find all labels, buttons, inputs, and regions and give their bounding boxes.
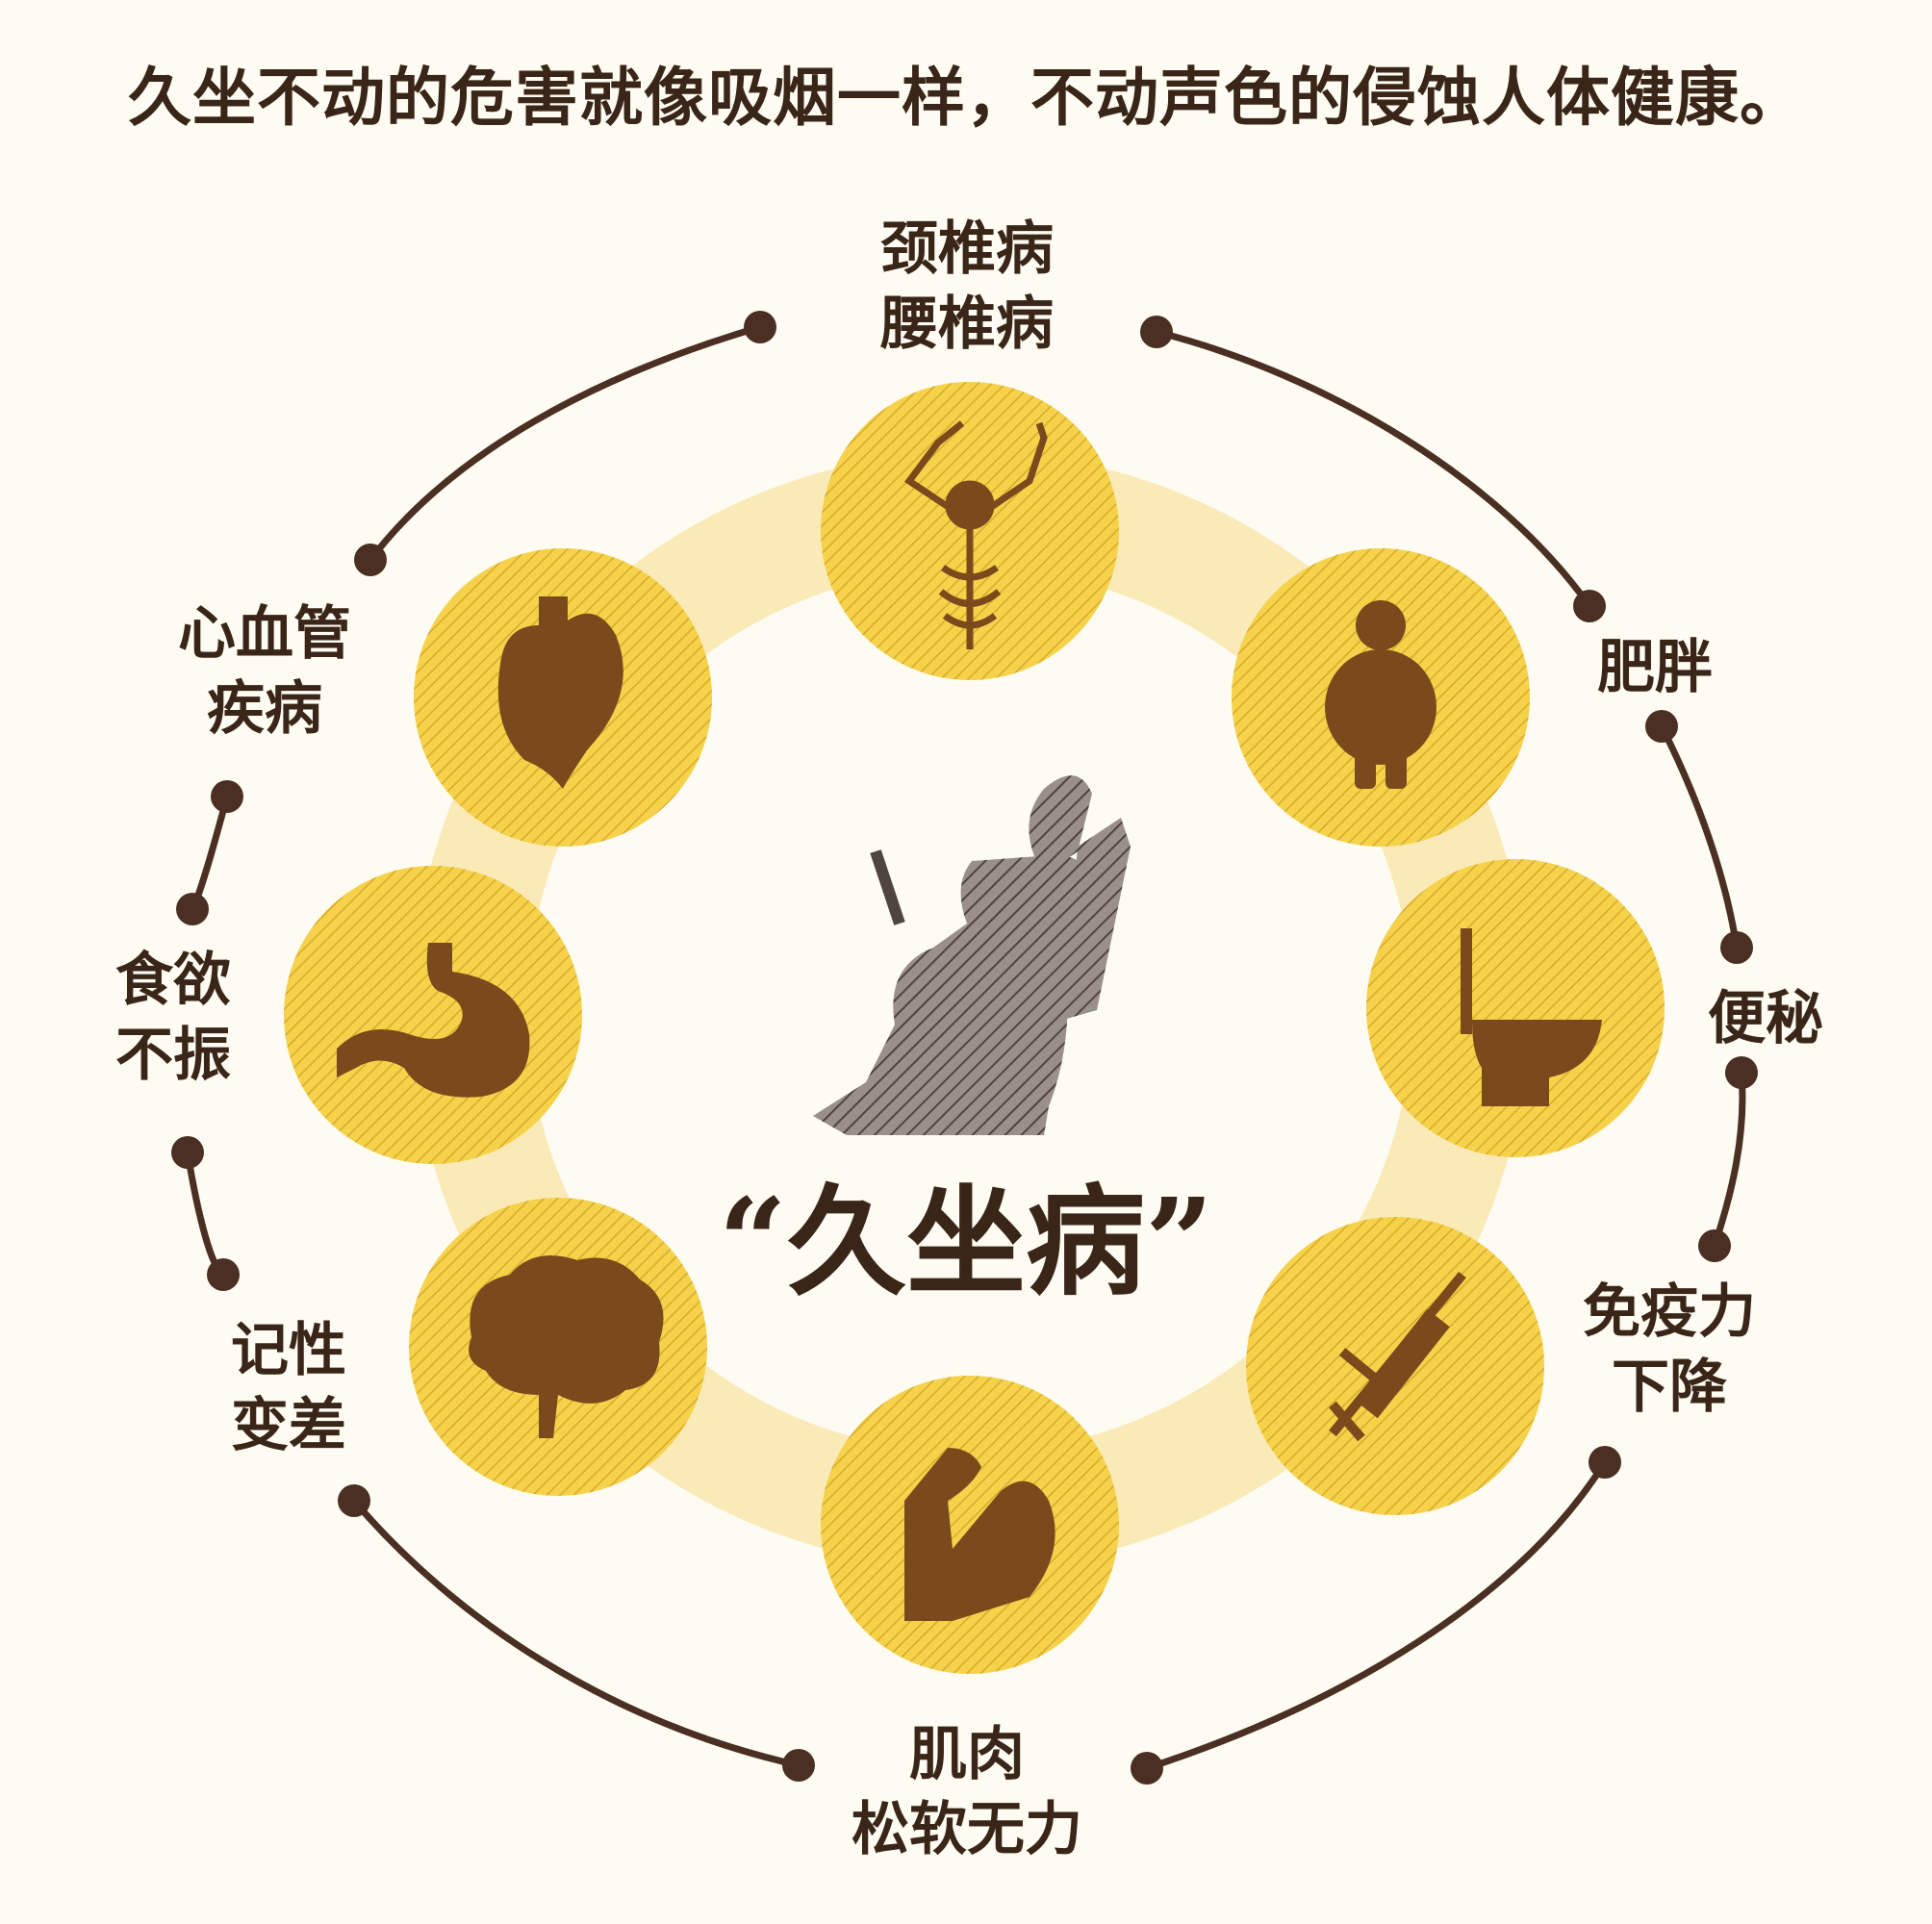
stomach-icon [337, 943, 530, 1098]
arc-right-lower [1711, 1069, 1746, 1250]
label-line: 肌肉 [909, 1721, 1025, 1788]
circle-constipation [1366, 859, 1665, 1157]
ring-dot [744, 311, 776, 343]
arc-left-upper [189, 793, 231, 913]
label-line: 免疫力 [1583, 1278, 1756, 1346]
label-line: 肥胖 [1597, 634, 1713, 701]
skeleton-spine-icon [903, 420, 1048, 649]
label-line: 心血管 [178, 600, 351, 668]
obese-person-icon [1325, 600, 1436, 789]
ring-dot [338, 1484, 370, 1517]
brain-icon [469, 1255, 664, 1438]
ring-dot [1720, 931, 1753, 964]
seated-figure-icon [813, 775, 1131, 1135]
toilet-icon [1461, 928, 1602, 1106]
arc-left-lower [184, 1149, 227, 1278]
arc-bottom-right [1143, 1458, 1609, 1772]
label-memory-decline: 记性 变差 [212, 1313, 366, 1463]
ring-dot [207, 1258, 240, 1291]
arc-top-left [367, 323, 764, 564]
ring-dot [1589, 1446, 1621, 1479]
ring-dot [211, 780, 243, 813]
flexed-arm-icon [904, 1448, 1055, 1621]
ring-dot [171, 1136, 204, 1169]
label-immunity-decline: 免疫力 下降 [1559, 1275, 1780, 1425]
label-line: 松软无力 [852, 1796, 1082, 1863]
arc-right-upper [1658, 722, 1741, 951]
ring-dot [1573, 590, 1606, 622]
label-line: 腰椎病 [880, 291, 1054, 358]
label-line: 便秘 [1708, 985, 1823, 1052]
ring-dot [1131, 1752, 1163, 1785]
label-line: 下降 [1612, 1354, 1727, 1421]
label-line: 食欲 [115, 947, 231, 1014]
ring-dot [782, 1749, 815, 1782]
circle-muscle [821, 1376, 1119, 1674]
arc-top-right [1153, 328, 1593, 610]
headline: 久坐不动的危害就像吸烟一样，不动声色的侵蚀人体健康。 [128, 61, 1804, 135]
label-line: 记性 [231, 1317, 346, 1384]
ring-dot [1140, 316, 1173, 348]
label-line: 不振 [115, 1022, 231, 1089]
label-spine-disease: 颈椎病 腰椎病 [837, 212, 1097, 362]
label-line: 颈椎病 [880, 215, 1054, 283]
ring-dot [1645, 710, 1678, 743]
center-title: “久坐病” [718, 1173, 1214, 1312]
ring-dot [1698, 1229, 1731, 1262]
label-cardiovascular-disease: 心血管 疾病 [154, 596, 375, 747]
label-line: 变差 [231, 1392, 346, 1459]
ring-dot [176, 893, 209, 925]
label-constipation: 便秘 [1693, 981, 1838, 1056]
heart-icon [497, 596, 623, 789]
arc-bottom-left [350, 1497, 802, 1769]
label-poor-appetite: 食欲 不振 [96, 943, 250, 1093]
ring-dot [1725, 1056, 1758, 1089]
label-line: 疾病 [207, 675, 322, 743]
label-obesity: 肥胖 [1583, 630, 1727, 705]
ring-dot [354, 544, 387, 576]
syringe-icon [1329, 1271, 1466, 1442]
circle-appetite [284, 866, 582, 1164]
label-muscle-weakness: 肌肉 松软无力 [827, 1717, 1106, 1867]
ring-dots [171, 311, 1758, 1785]
